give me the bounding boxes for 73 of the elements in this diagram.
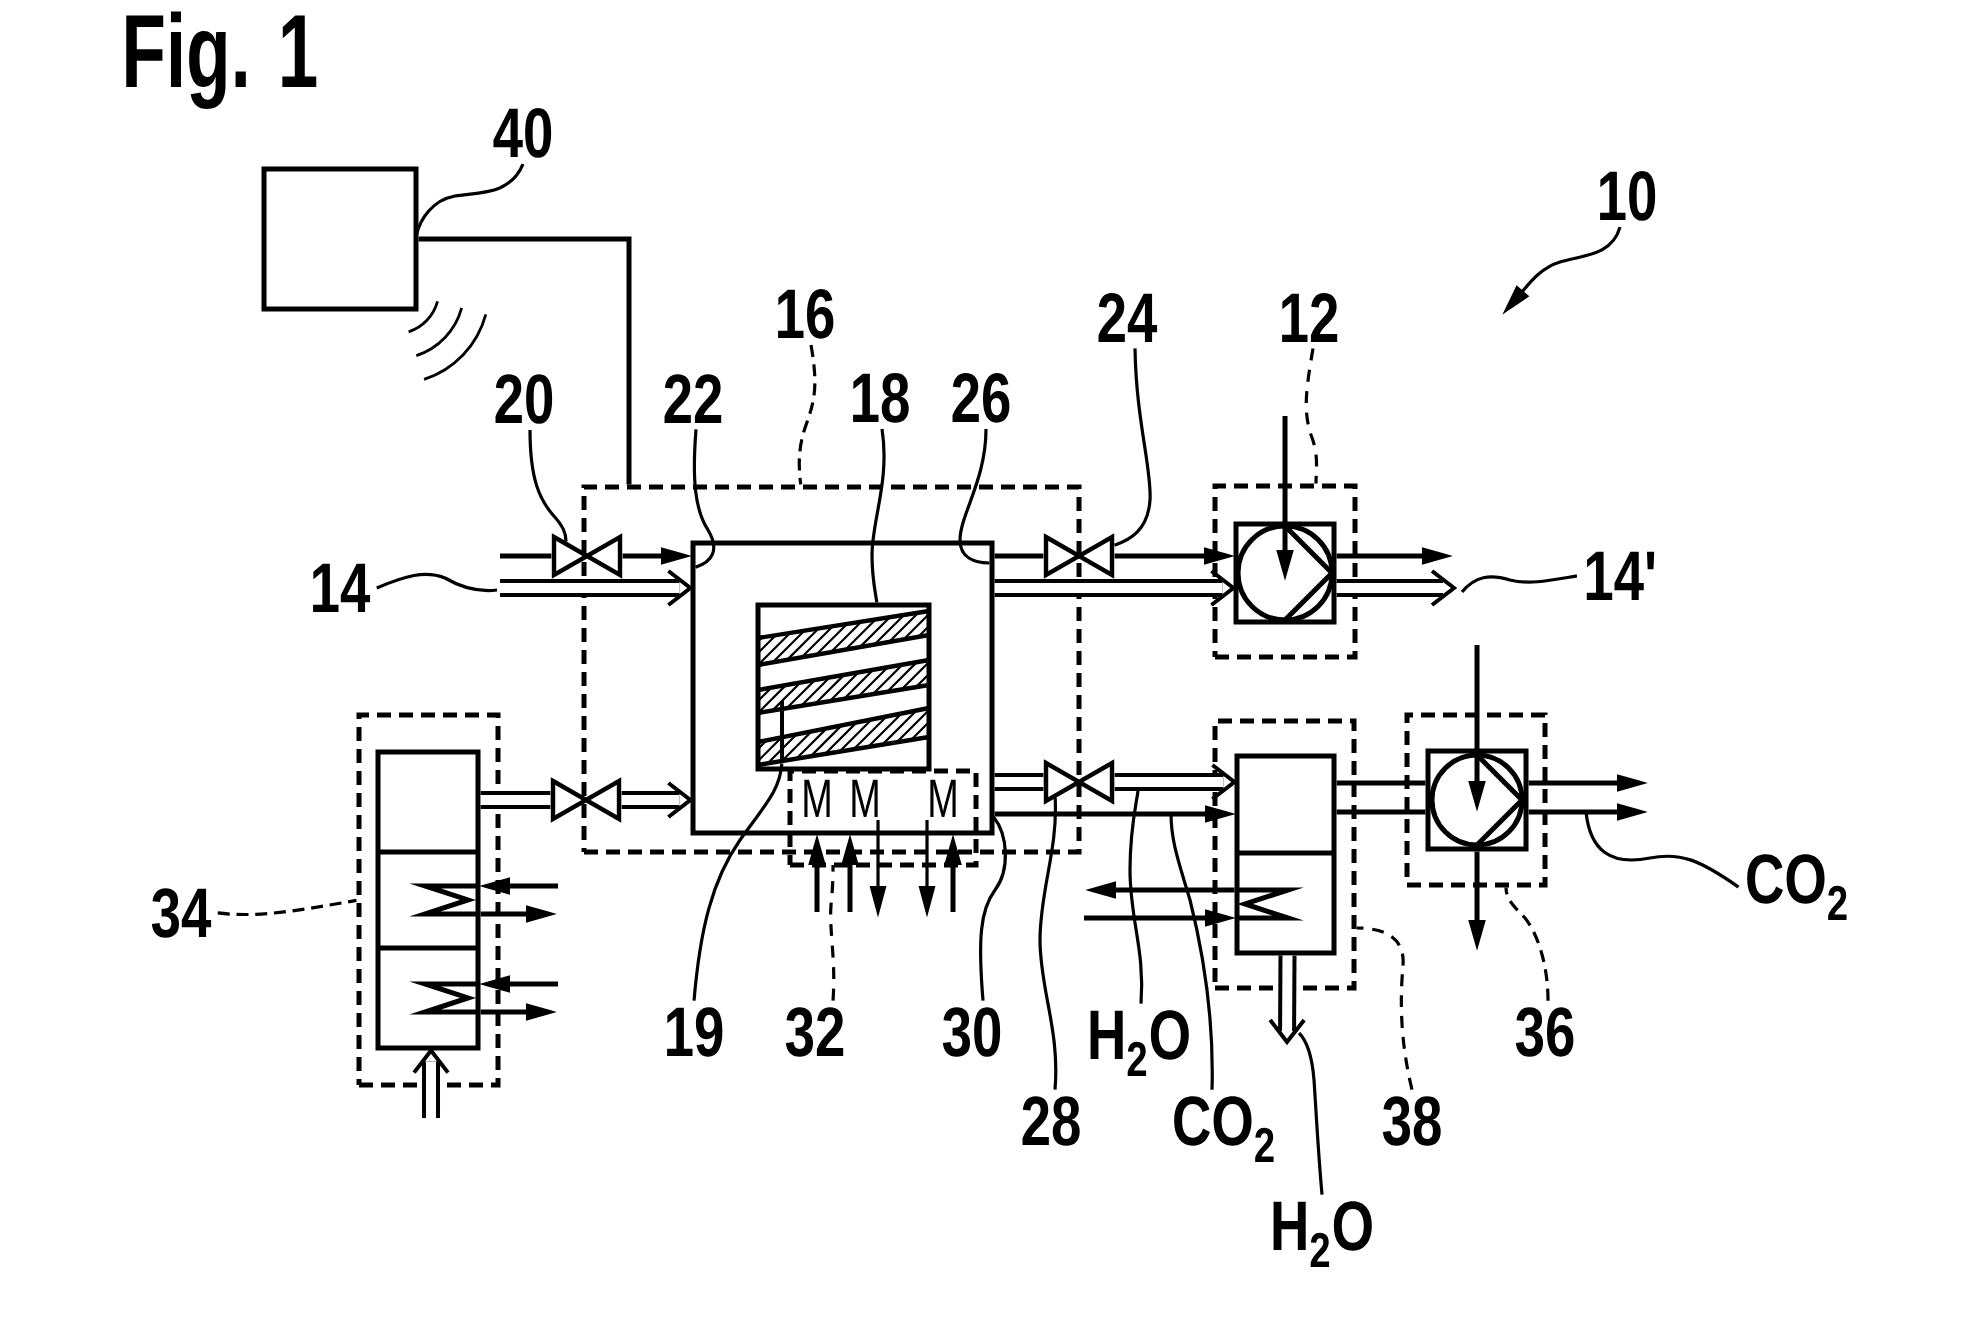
dashed-box: [581, 484, 1082, 855]
dashed-box: [1212, 483, 1358, 660]
pump-symbol: [1233, 521, 1337, 625]
valve-symbol: [1043, 533, 1115, 579]
valve-symbol: [1043, 759, 1115, 805]
hollow-arrow: [994, 569, 1237, 607]
signal-line: [418, 236, 632, 485]
leader-line: [1584, 811, 1740, 889]
dashed-box: [1212, 718, 1357, 991]
figure-title: Fig. 1: [126, 11, 317, 110]
chamber-box: [690, 540, 995, 836]
leader-line: [1128, 790, 1144, 1004]
hollow-arrow: [500, 569, 694, 607]
dashed-box: [1404, 712, 1548, 888]
pipe-line: [1336, 809, 1426, 815]
reference-numeral: 12: [1282, 293, 1338, 342]
leader-line: [1297, 1031, 1324, 1195]
pipe-line: [1336, 780, 1426, 786]
stacked-unit: [375, 749, 481, 1051]
reference-numeral: 14': [1586, 551, 1655, 600]
reference-numeral: 36: [1515, 1007, 1574, 1057]
leader-line: [1113, 348, 1152, 547]
reference-numeral: 26: [952, 373, 1010, 423]
reference-numeral: 30: [942, 1007, 1001, 1057]
double-line: [994, 773, 1044, 791]
leader-line: [528, 430, 568, 542]
leader-line: [1460, 574, 1578, 594]
leader-line: [870, 428, 886, 603]
formula-label: CO$_{2}$: [1747, 854, 1847, 921]
leader-line: [692, 763, 784, 1001]
reference-numeral: 28: [1022, 1096, 1080, 1146]
pipe-line: [500, 553, 552, 559]
double-line: [480, 791, 551, 809]
pipe-line: [994, 553, 1044, 559]
leader-line: [415, 163, 525, 235]
leader-line: [1304, 348, 1319, 484]
pump-symbol: [1425, 748, 1529, 852]
separator-box: [1234, 753, 1337, 956]
reference-numeral: 14: [313, 563, 371, 612]
valve-symbol: [550, 777, 622, 823]
formula-label: CO$_{2}$: [1174, 1096, 1274, 1163]
leader-line: [829, 865, 836, 1001]
reference-numeral: 16: [778, 289, 834, 339]
reference-numeral: 32: [785, 1007, 844, 1057]
reference-numeral: 40: [493, 108, 552, 158]
reference-numeral: 22: [664, 374, 722, 423]
leader-line: [1504, 887, 1550, 1001]
formula-label: H$_{2}$O: [1090, 1010, 1189, 1077]
hollow-arrow: [1336, 569, 1458, 607]
device-box: [261, 166, 419, 312]
leader-line: [217, 898, 357, 917]
reference-numeral: 20: [495, 374, 553, 424]
leader-line: [692, 429, 716, 569]
reference-numeral: 38: [1382, 1096, 1441, 1146]
leader-line: [1356, 926, 1414, 1091]
sensor-box: M M M: [787, 768, 979, 868]
leader-line: [978, 816, 1007, 1001]
hollow-arrow: [1114, 763, 1238, 801]
reference-numeral: 18: [853, 373, 909, 423]
reference-numeral: 34: [151, 888, 212, 938]
reference-numeral: 10: [1600, 171, 1656, 221]
leader-line: [1038, 797, 1058, 1090]
leader-line: [958, 429, 990, 565]
reference-numeral: 24: [1098, 293, 1158, 342]
hatched-block: [755, 602, 932, 772]
leader-line: [376, 572, 498, 593]
hollow-arrow: [1268, 955, 1306, 1046]
formula-label: H$_{2}$O: [1273, 1201, 1372, 1268]
valve-symbol: [551, 533, 623, 579]
leader-line: [1169, 813, 1214, 1090]
reference-numeral: 19: [667, 1007, 723, 1057]
dashed-box: [356, 712, 501, 1088]
leader-line: [797, 344, 817, 485]
